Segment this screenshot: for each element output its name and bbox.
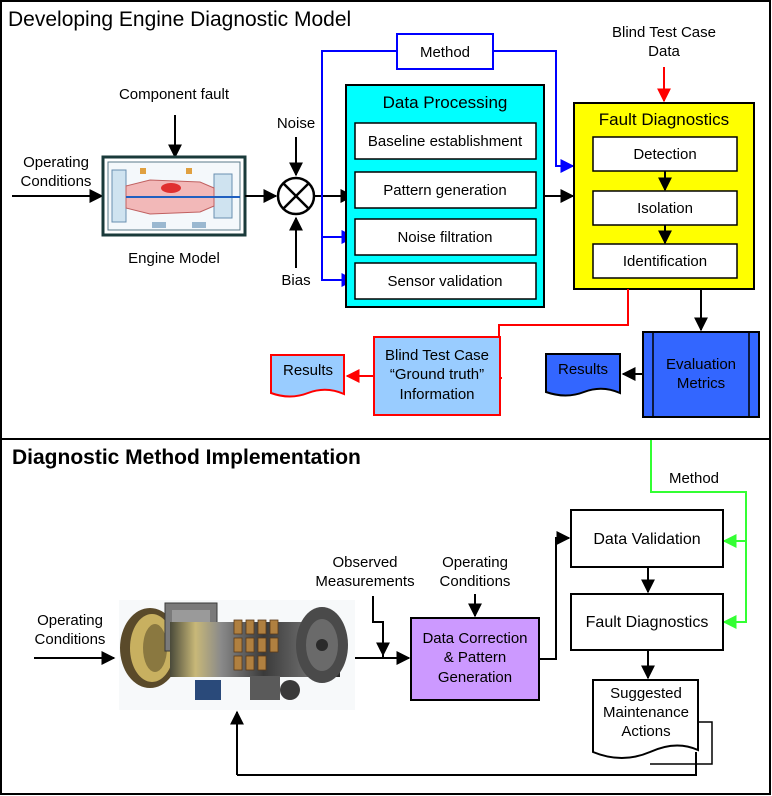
suggested-actions-line2: Maintenance (603, 704, 689, 721)
ground-truth-label-line1: Blind Test Case (385, 347, 489, 364)
fault-diagnostics-title: Fault Diagnostics (599, 110, 729, 129)
engine-model-image (101, 155, 247, 237)
baseline-establishment-label: Baseline establishment (368, 133, 523, 150)
ground-truth-label-line3: Information (399, 386, 474, 403)
identification-box (592, 243, 738, 279)
isolation-label: Isolation (637, 200, 693, 217)
identification-label: Identification (623, 253, 707, 270)
sensor-validation-label: Sensor validation (387, 273, 502, 290)
suggested-actions-document-icon (592, 679, 699, 759)
detection-label: Detection (633, 146, 696, 163)
bottom-operating-mid-line2: Conditions (440, 573, 511, 590)
data-validation-label: Data Validation (593, 531, 700, 548)
baseline-establishment-box (354, 122, 537, 160)
observed-measurements-line1: Observed (332, 554, 397, 571)
method-box (396, 33, 494, 70)
bottom-operating-left-line1: Operating (37, 612, 103, 629)
bottom-section-title: Diagnostic Method Implementation (12, 446, 361, 469)
arrow-correction-to-validation (539, 531, 571, 660)
top-section-title: Developing Engine Diagnostic Model (8, 8, 351, 31)
data-processing-title: Data Processing (383, 93, 508, 112)
evaluation-metrics-block (642, 331, 760, 418)
bottom-method-label: Method (669, 470, 719, 487)
results-right-document-icon (545, 353, 621, 397)
bottom-operating-mid-line1: Operating (442, 554, 508, 571)
operating-conditions-label-line2: Conditions (21, 173, 92, 190)
method-box-label: Method (420, 44, 470, 61)
sensor-validation-box (354, 262, 537, 300)
blind-test-data-label-line2: Data (648, 43, 680, 60)
data-validation-box (570, 509, 724, 568)
isolation-box (592, 190, 738, 226)
bottom-fault-diagnostics-label: Fault Diagnostics (586, 614, 709, 631)
gas-turbine-engine-image (119, 600, 355, 710)
results-right-label: Results (558, 361, 608, 378)
arrow-to-sensor-validation (321, 237, 356, 287)
data-correction-line1: Data Correction (422, 630, 527, 647)
noise-label: Noise (277, 115, 315, 132)
engine-model-label: Engine Model (128, 250, 220, 267)
line-actions-feedback (237, 752, 697, 776)
results-left-label: Results (283, 362, 333, 379)
results-left-document-icon (270, 354, 345, 398)
pattern-generation-label: Pattern generation (383, 182, 506, 199)
blind-test-data-label-line1: Blind Test Case (612, 24, 716, 41)
pattern-generation-box (354, 171, 537, 209)
noise-filtration-box (354, 218, 537, 256)
arrow-method-to-fault-diagnostics (493, 50, 575, 173)
data-correction-box (410, 617, 540, 701)
evaluation-metrics-label-line2: Metrics (677, 375, 725, 392)
summing-junction-icon (276, 176, 316, 216)
ground-truth-label-line2: “Ground truth” (390, 366, 484, 383)
bias-label: Bias (281, 272, 310, 289)
evaluation-metrics-label-line1: Evaluation (666, 356, 736, 373)
observed-measurements-line2: Measurements (315, 573, 414, 590)
noise-filtration-label: Noise filtration (397, 229, 492, 246)
line-to-method-box (321, 50, 397, 196)
component-fault-label: Component fault (119, 86, 230, 103)
ground-truth-box (373, 336, 501, 416)
document-stack-edge (650, 721, 713, 765)
suggested-actions-line3: Actions (621, 723, 670, 740)
suggested-actions-line1: Suggested (610, 685, 682, 702)
data-correction-line3: Generation (438, 669, 512, 686)
green-method-line (650, 440, 747, 541)
arrow-method-to-fault-diagnostics-bottom (722, 541, 747, 629)
bottom-operating-left-line2: Conditions (35, 631, 106, 648)
detection-box (592, 136, 738, 172)
operating-conditions-label-line1: Operating (23, 154, 89, 171)
data-correction-line2: & Pattern (444, 649, 507, 666)
